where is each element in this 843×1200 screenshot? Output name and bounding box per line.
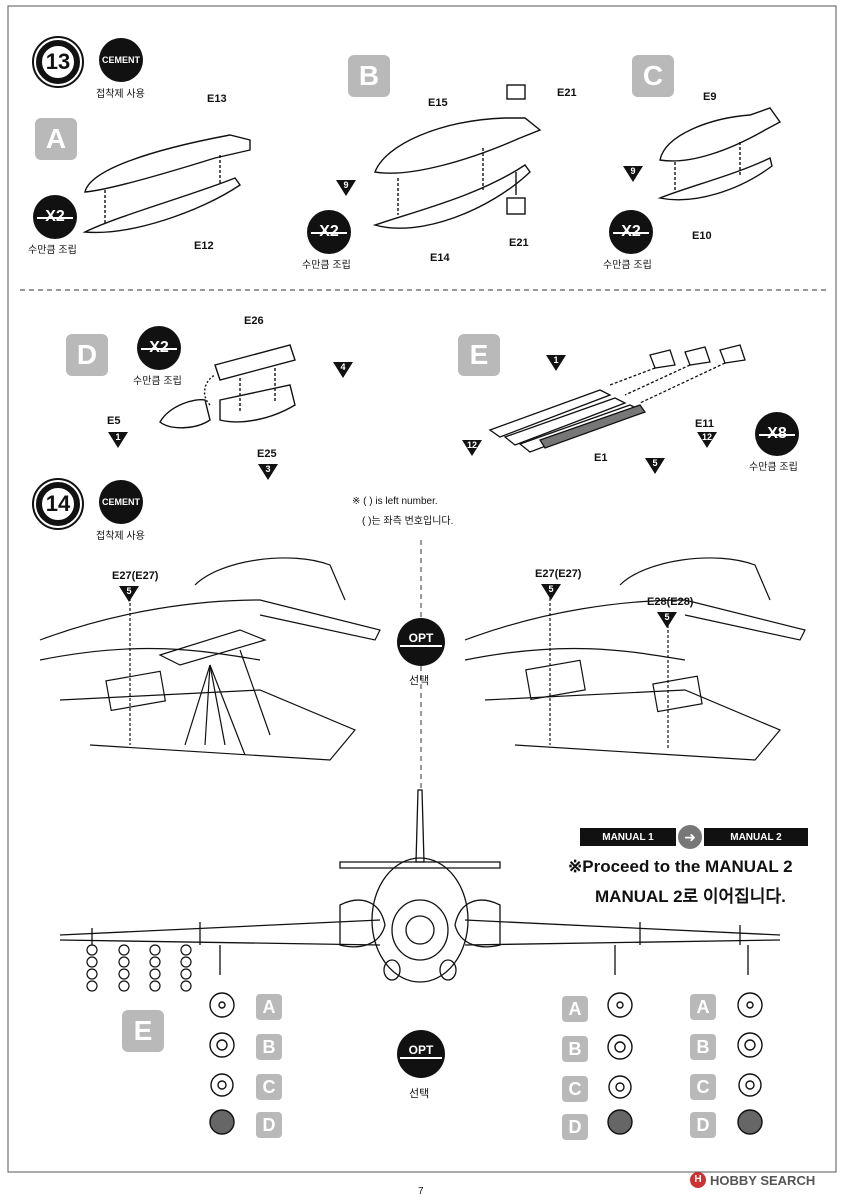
option-b-right: B [690,1034,716,1060]
cement-icon: CEMENT [99,38,143,82]
rocket-e [488,344,746,453]
qty-caption: 수만큼 조립 [603,260,652,271]
part-label: E21 [509,237,529,249]
part-label: E28(E28) [647,596,694,608]
watermark-text: HOBBY SEARCH [710,1172,816,1188]
opt-icon-d-mid [607,1109,633,1135]
option-b-left: B [256,1034,282,1060]
opt-badge: OPT [397,618,445,666]
part-label: E9 [703,91,717,103]
opt-icon-a-left [209,992,235,1018]
opt-icon-a-right [737,992,763,1018]
sub-letter-d: D [66,334,108,376]
qty-x2-icon: X2 [609,210,653,254]
part-label: E10 [692,230,712,242]
rocket-label-e: E [122,1010,164,1052]
opt-caption: 선택 [409,675,430,687]
qty-x8-icon: X8 [755,412,799,456]
part-label: E21 [557,87,577,99]
opt-icon-c-right [738,1073,762,1097]
note-left-number-ko: ( )는 좌측 번호입니다. [362,516,454,527]
part-label: E11 [695,418,714,430]
option-a-right: A [690,994,716,1020]
sub-letter-b: B [348,55,390,97]
page-border [7,5,837,1173]
part-label: E27(E27) [112,570,159,582]
option-c-right: C [690,1074,716,1100]
cement-caption: 접착제 사용 [96,531,145,542]
opt-icon-d-right [737,1109,763,1135]
qty-caption: 수만큼 조립 [302,260,351,271]
qty-x2-icon: X2 [307,210,351,254]
step-13-badge: 13 [32,36,84,88]
part-label: E12 [194,240,214,252]
cement-icon: CEMENT [99,480,143,524]
option-d-left: D [256,1112,282,1138]
opt-icon-c-left [210,1073,234,1097]
step-14-badge: 14 [32,478,84,530]
part-label: E26 [244,315,264,327]
bomb-b [372,84,542,229]
option-a-mid: A [562,996,588,1022]
watermark-logo-icon: H [690,1172,706,1188]
proceed-text-en: ※Proceed to the MANUAL 2 [568,857,793,876]
part-label: E14 [430,252,450,264]
qty-caption: 수만큼 조립 [749,462,798,473]
cement-caption: 접착제 사용 [96,89,145,100]
qty-caption: 수만큼 조립 [133,376,182,387]
page-number: 7 [418,1186,424,1197]
option-d-mid: D [562,1114,588,1140]
part-label: E25 [257,448,277,460]
option-d-right: D [690,1112,716,1138]
part-label: E5 [107,415,121,427]
option-icons [209,992,763,1135]
proceed-text-ko: MANUAL 2로 이어집니다. [595,887,786,906]
sub-letter-e: E [458,334,500,376]
rocket-stack-left [86,944,192,992]
qty-x2-icon: X2 [33,195,77,239]
part-label: E15 [428,97,448,109]
opt-caption: 선택 [409,1088,430,1100]
arrow-right-icon: ➜ [678,825,702,849]
qty-caption: 수만큼 조립 [28,245,77,256]
opt-icon-b-left [209,1032,235,1058]
option-a-left: A [256,994,282,1020]
aircraft-front-view [59,789,781,983]
sub-letter-a: A [35,118,77,160]
option-b-mid: B [562,1036,588,1062]
part-label: E13 [207,93,227,105]
manual-banner: MANUAL 1 ➜ MANUAL 2 [580,825,810,849]
part-label: E1 [594,452,608,464]
sub-letter-c: C [632,55,674,97]
option-c-left: C [256,1074,282,1100]
wing-right-view [464,557,806,761]
rocket-pod-d [159,344,296,429]
bomb-c [657,107,782,201]
manual-2-tab: MANUAL 2 [704,828,808,846]
opt-icon-c-mid [608,1075,632,1099]
part-label: E27(E27) [535,568,582,580]
opt-badge: OPT [397,1030,445,1078]
note-left-number-en: ※ ( ) is left number. [352,496,438,507]
qty-x2-icon: X2 [137,326,181,370]
opt-icon-d-left [209,1109,235,1135]
opt-icon-b-mid [607,1034,633,1060]
opt-icon-a-mid [607,992,633,1018]
watermark: H HOBBY SEARCH [690,1172,815,1188]
drop-tank-a [82,134,251,234]
opt-icon-b-right [737,1032,763,1058]
manual-1-tab: MANUAL 1 [580,828,676,846]
wing-left-view [39,557,381,761]
option-c-mid: C [562,1076,588,1102]
